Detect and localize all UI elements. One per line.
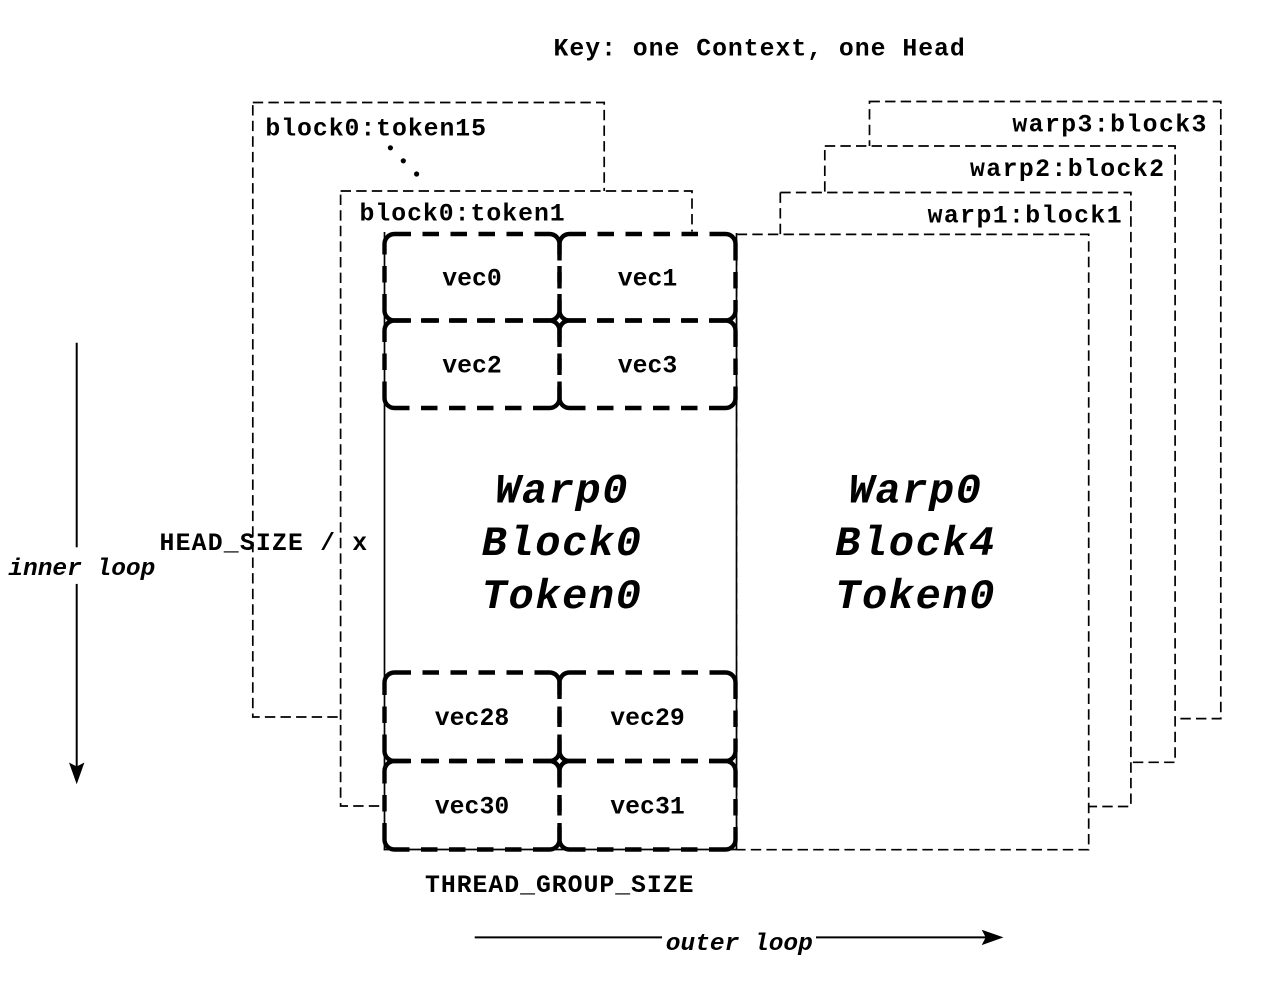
svg-text:outer loop: outer loop <box>666 931 813 958</box>
svg-text:Block0: Block0 <box>482 520 643 568</box>
svg-text:Token0: Token0 <box>835 573 996 621</box>
svg-text:vec30: vec30 <box>435 794 509 822</box>
svg-text:warp1:block1: warp1:block1 <box>928 202 1122 230</box>
svg-text:HEAD_SIZE / x: HEAD_SIZE / x <box>160 530 368 558</box>
svg-text:Warp0: Warp0 <box>849 468 983 516</box>
svg-text:warp3:block3: warp3:block3 <box>1012 111 1206 139</box>
svg-text:vec1: vec1 <box>618 266 678 294</box>
svg-text:Warp0: Warp0 <box>495 468 629 516</box>
svg-text:vec28: vec28 <box>435 705 509 733</box>
svg-text:THREAD_GROUP_SIZE: THREAD_GROUP_SIZE <box>425 872 694 900</box>
svg-text:vec3: vec3 <box>618 353 678 381</box>
svg-text:Block4: Block4 <box>835 520 996 568</box>
svg-text:vec29: vec29 <box>610 705 684 733</box>
svg-text:vec31: vec31 <box>610 794 684 822</box>
svg-text:vec0: vec0 <box>442 266 502 294</box>
svg-text:block0:token1: block0:token1 <box>360 200 565 228</box>
svg-text:vec2: vec2 <box>442 353 502 381</box>
svg-text:inner loop: inner loop <box>8 556 155 583</box>
svg-text:warp2:block2: warp2:block2 <box>970 156 1164 184</box>
svg-text:Key: one Context, one Head: Key: one Context, one Head <box>554 35 965 63</box>
svg-text:block0:token15: block0:token15 <box>265 116 486 144</box>
svg-text:Token0: Token0 <box>482 573 643 621</box>
